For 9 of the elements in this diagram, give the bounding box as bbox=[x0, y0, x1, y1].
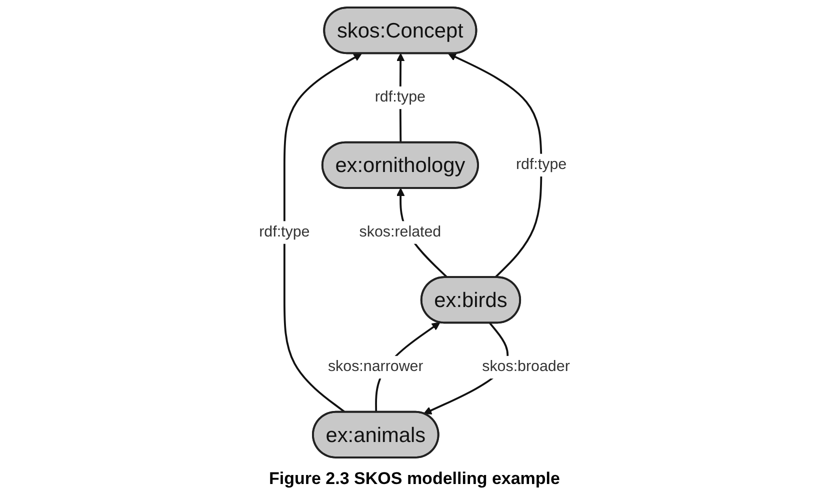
edge-label: skos:broader bbox=[482, 358, 570, 375]
edge-label: skos:narrower bbox=[328, 358, 424, 375]
arrow bbox=[283, 53, 362, 414]
edge-label: rdf:type bbox=[516, 156, 567, 173]
edge-label: rdf:type bbox=[374, 89, 426, 106]
figure-caption: Figure 2.3 SKOS modelling example bbox=[269, 468, 560, 490]
edge-label: skos:related bbox=[359, 224, 442, 240]
edge-label: rdf:type bbox=[259, 224, 310, 240]
arrow bbox=[448, 53, 542, 278]
